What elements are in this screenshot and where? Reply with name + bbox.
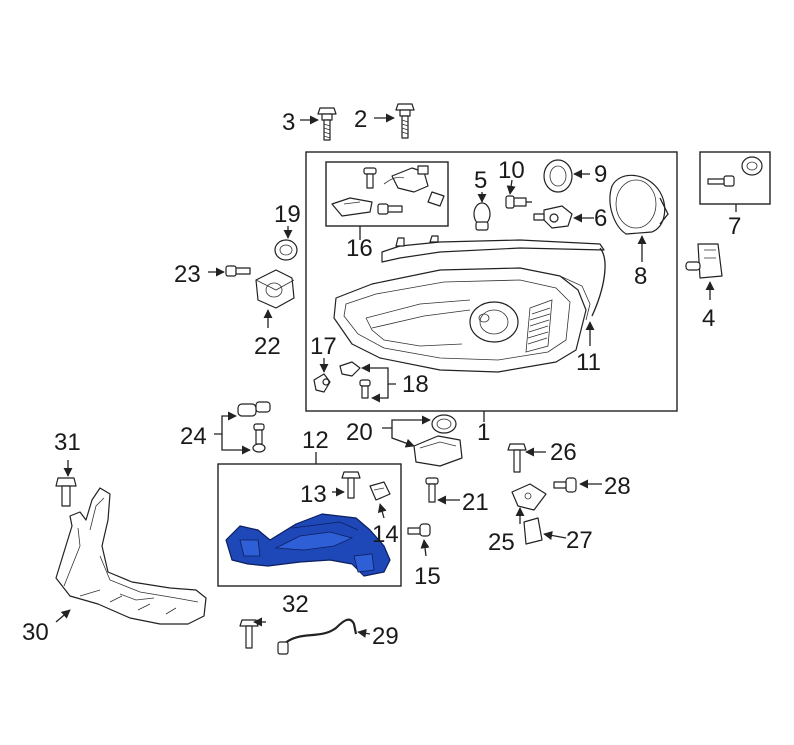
cap-part-9[interactable] bbox=[543, 159, 573, 193]
headlamp-assembly-box bbox=[305, 151, 678, 412]
hardware-kit-box bbox=[325, 161, 449, 227]
bracket-kit-box bbox=[217, 463, 402, 587]
callout-9: 9 bbox=[594, 161, 607, 188]
grommet-part-19[interactable] bbox=[274, 239, 298, 261]
callout-20: 20 bbox=[346, 419, 373, 446]
callout-6: 6 bbox=[594, 205, 607, 232]
callout-15: 15 bbox=[414, 563, 441, 590]
wire-part-29[interactable] bbox=[277, 618, 358, 655]
bolt-part-3[interactable] bbox=[317, 107, 337, 141]
callout-11: 11 bbox=[576, 349, 601, 376]
callout-22: 22 bbox=[254, 333, 281, 360]
callout-3: 3 bbox=[282, 109, 295, 136]
callout-24: 24 bbox=[180, 423, 207, 450]
bolt-part-23[interactable] bbox=[225, 265, 251, 277]
clip-part-14[interactable] bbox=[369, 481, 391, 501]
screw-part-28[interactable] bbox=[553, 477, 577, 493]
callout-2: 2 bbox=[354, 106, 367, 133]
cap-kit-box bbox=[699, 151, 771, 205]
carrier-part-30[interactable] bbox=[55, 487, 207, 625]
callout-17: 17 bbox=[310, 333, 337, 360]
bulb-part-10[interactable] bbox=[505, 195, 532, 209]
callout-26: 26 bbox=[550, 439, 577, 466]
callout-18: 18 bbox=[402, 371, 429, 398]
callout-29: 29 bbox=[372, 623, 399, 650]
sensor-part-17[interactable] bbox=[313, 373, 331, 393]
callout-1: 1 bbox=[477, 419, 490, 446]
headlamp-assembly-part[interactable] bbox=[333, 235, 606, 373]
cover-part-8[interactable] bbox=[609, 174, 669, 235]
callout-4: 4 bbox=[702, 305, 715, 332]
mounting-bracket-highlighted[interactable] bbox=[225, 513, 391, 577]
hardware-kit-parts[interactable] bbox=[331, 165, 445, 217]
callout-5: 5 bbox=[474, 167, 487, 194]
cap-kit-parts[interactable] bbox=[707, 156, 763, 187]
callout-30: 30 bbox=[22, 619, 49, 646]
bolt-part-32[interactable] bbox=[239, 619, 259, 649]
screw-part-15[interactable] bbox=[407, 523, 431, 537]
callout-31: 31 bbox=[54, 429, 81, 456]
clip-and-screw-part-18[interactable] bbox=[339, 361, 371, 399]
callout-10: 10 bbox=[498, 157, 525, 184]
nut-part-27[interactable] bbox=[523, 517, 543, 545]
callout-12: 12 bbox=[302, 427, 329, 454]
callout-23: 23 bbox=[174, 261, 201, 288]
callout-8: 8 bbox=[634, 263, 647, 290]
leader-lines bbox=[55, 113, 737, 638]
callout-27: 27 bbox=[566, 527, 593, 554]
socket-part-6[interactable] bbox=[533, 205, 573, 229]
screw-part-21[interactable] bbox=[425, 477, 439, 503]
callout-16: 16 bbox=[346, 235, 373, 262]
screw-part-13[interactable] bbox=[341, 471, 361, 499]
callout-labels: 1 2 3 4 5 6 7 8 9 10 11 12 13 14 15 16 1… bbox=[22, 106, 741, 650]
callout-28: 28 bbox=[604, 473, 631, 500]
bulb-part-5[interactable] bbox=[473, 202, 491, 231]
callout-25: 25 bbox=[488, 529, 515, 556]
sensor-part-24[interactable] bbox=[237, 401, 271, 453]
adjuster-part-4[interactable] bbox=[685, 243, 723, 279]
callout-21: 21 bbox=[462, 489, 489, 516]
bracket-part-25[interactable] bbox=[511, 483, 547, 511]
callout-32: 32 bbox=[282, 591, 309, 618]
bolt-part-2[interactable] bbox=[395, 103, 415, 139]
screw-part-26[interactable] bbox=[507, 443, 527, 473]
bolt-part-31[interactable] bbox=[55, 477, 77, 507]
callout-13: 13 bbox=[300, 481, 327, 508]
callout-7: 7 bbox=[728, 213, 741, 240]
control-module-part-22[interactable] bbox=[255, 269, 295, 309]
callout-14: 14 bbox=[372, 521, 399, 548]
module-part-20[interactable] bbox=[413, 414, 463, 467]
callout-19: 19 bbox=[274, 201, 301, 228]
